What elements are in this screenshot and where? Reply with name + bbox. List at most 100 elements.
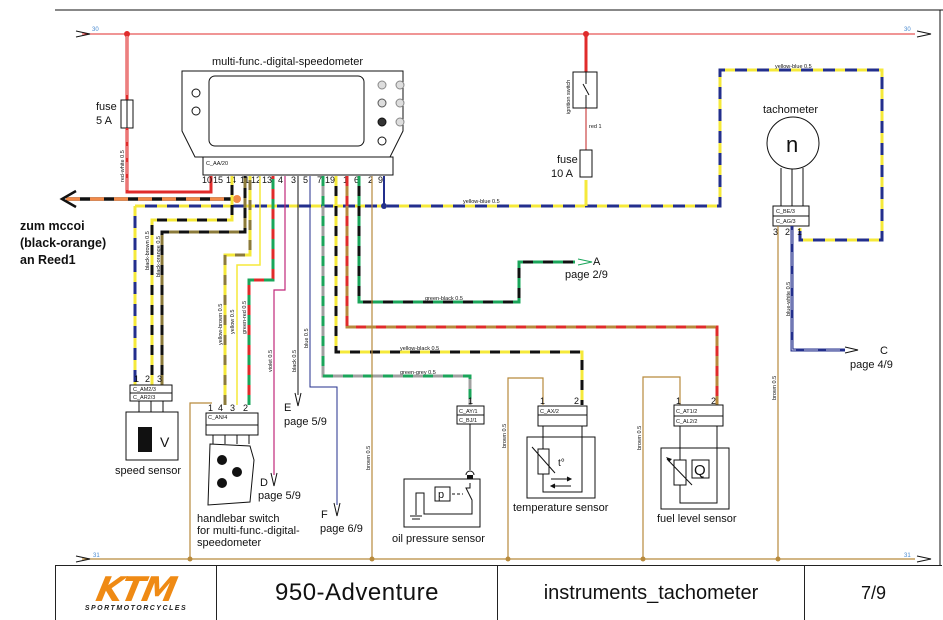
page-number: 7/9 (860, 582, 887, 603)
rail-arrow-icon (916, 555, 932, 563)
title-block: KTM SPORTMOTORCYCLES 950-Adventure instr… (55, 565, 942, 620)
ktm-logo: KTM SPORTMOTORCYCLES (56, 566, 217, 620)
rail-arrow-icon (75, 30, 91, 38)
speedometer-title: multi-func.-digital-speedometer (212, 56, 363, 68)
wire-label: red-white 0.5 (120, 150, 126, 182)
wire-label: red 1 (589, 124, 602, 130)
arrow-down-icon (270, 472, 278, 487)
indicator-icon (191, 106, 201, 116)
speed-sensor-symbol: V (160, 434, 170, 450)
wire-label: green-red 0.5 (242, 301, 248, 334)
pin-label: 15 (213, 175, 223, 185)
wires-handlebar-switch: yellow-brown 0.5 yellow 0.5 green-red 0.… (189, 176, 275, 559)
pin-label: 13 (262, 175, 272, 185)
wire-label: brown 0.5 (366, 446, 372, 470)
reference-page: page 5/9 (258, 490, 301, 502)
reference-page: page 4/9 (850, 359, 893, 371)
rail-30: 30 30 (75, 27, 932, 38)
rail-arrow-icon (916, 30, 932, 38)
handlebar-switch: 1 4 3 2 C_AN/4 handlebar switch for mult… (197, 403, 300, 549)
reference-page: page 5/9 (284, 416, 327, 428)
ignition-switch: ignition switch red 1 (566, 34, 602, 150)
connector-label: C_AN/4 (208, 415, 227, 421)
warning-light-icon (377, 117, 387, 127)
warning-light-icon (395, 98, 405, 108)
pin-label: 4 (218, 403, 223, 413)
wire-brown-main: brown 0.5 (366, 176, 373, 559)
tachometer: tachometer n C_BE/3 C_AG/3 3 2 1 brown 0… (763, 104, 893, 559)
wire-label: blue-white 0.5 (786, 282, 792, 316)
connector-label: C_AR2/3 (133, 395, 155, 401)
warning-light-icon (377, 80, 387, 90)
wire-blue-ref-f: blue 0.5 F page 6/9 (304, 176, 363, 535)
rail-label: 31 (904, 553, 911, 559)
fuse-label: fuse (96, 101, 117, 113)
wire-violet-ref-d: violet 0.5 D page 5/9 (258, 176, 301, 502)
connector-label: C_AX/2 (540, 409, 559, 415)
reference-letter: A (593, 256, 601, 268)
pin-label: 2 (368, 175, 373, 185)
oil-pressure-label: oil pressure sensor (392, 533, 485, 545)
connector-label: C_BJ/1 (459, 418, 477, 424)
wire-label: yellow-blue 0.5 (775, 64, 812, 70)
wire-green-grey: green-grey 0.5 (321, 176, 472, 405)
oil-pressure-sensor: 1 C_AY/1 C_BJ/1 p oil pressure sensor (392, 396, 485, 545)
note-line: (black-orange) (20, 236, 106, 250)
speedometer: multi-func.-digital-speedometer C_AA/20 … (181, 56, 405, 185)
temperature-symbol: t° (558, 458, 565, 469)
pin-label: 2 (145, 374, 150, 384)
pin-label: 2 (785, 227, 790, 237)
reference-letter: C (880, 345, 888, 357)
pin-label: 3 (291, 175, 296, 185)
fuse-rating: 5 A (96, 115, 113, 127)
fuse-rating: 10 A (551, 168, 574, 180)
connector-label: C_AL2/2 (676, 419, 697, 425)
pin-label: 1 (676, 396, 681, 406)
tachometer-title: tachometer (763, 104, 818, 116)
pin-label: 2 (243, 403, 248, 413)
arrow-down-icon (294, 392, 302, 407)
wire-yellow-black: yellow-black 0.5 (334, 176, 584, 405)
model-name: 950-Adventure (217, 566, 498, 620)
oil-pressure-symbol: p (438, 489, 444, 501)
pin-label: 3 (773, 227, 778, 237)
handlebar-switch-label: speedometer (197, 537, 262, 549)
rail-label: 31 (93, 553, 100, 559)
wire-label: green-black 0.5 (425, 296, 463, 302)
page-name: instruments_tachometer (498, 566, 805, 620)
reference-letter: E (284, 402, 291, 414)
pin-label: 1 (208, 403, 213, 413)
wire-label: yellow-blue 0.5 (463, 199, 500, 205)
wire-label: yellow-black 0.5 (400, 346, 439, 352)
wire-label: green-grey 0.5 (400, 370, 436, 376)
rail-label: 30 (904, 27, 911, 33)
connector-label: C_AT1/2 (676, 409, 697, 415)
wire-green-black-ref-a: green-black 0.5 A page 2/9 (357, 176, 608, 304)
warning-light-icon (377, 98, 387, 108)
warning-light-icon (395, 117, 405, 127)
connector-label: C_AA/20 (206, 161, 228, 167)
fuel-level-sensor: brown 0.5 1 2 C_AT1/2 C_AL2/2 Q fuel lev… (637, 376, 737, 559)
arrow-down-icon (333, 502, 341, 517)
temperature-sensor: brown 0.5 1 2 C_AX/2 t° temperature sens… (502, 377, 609, 559)
connector-label: C_BE/3 (776, 209, 795, 215)
pin-label: 12 (251, 175, 261, 185)
wire-label: black 0.5 (292, 350, 298, 372)
reference-page: page 2/9 (565, 269, 608, 281)
fuse-10a: fuse 10 A (551, 149, 593, 180)
reference-letter: D (260, 477, 268, 489)
speed-sensor-label: speed sensor (115, 465, 181, 477)
connector-label: C_AG/3 (776, 219, 796, 225)
rail-arrow-icon (75, 555, 91, 563)
wire-label: brown 0.5 (772, 376, 778, 400)
speed-sensor: 1 2 3 C_AM2/3 C_AR2/3 V speed sensor (115, 374, 181, 477)
pin-label: 2 (574, 396, 579, 406)
pin-label: 10 (202, 175, 212, 185)
pin-label: 9 (378, 175, 383, 185)
pin-label: 1 (540, 396, 545, 406)
handlebar-switch-label: handlebar switch (197, 513, 280, 525)
pin-label: 1 (797, 227, 802, 237)
pin-label: 6 (354, 175, 359, 185)
warning-light-icon (377, 136, 387, 146)
